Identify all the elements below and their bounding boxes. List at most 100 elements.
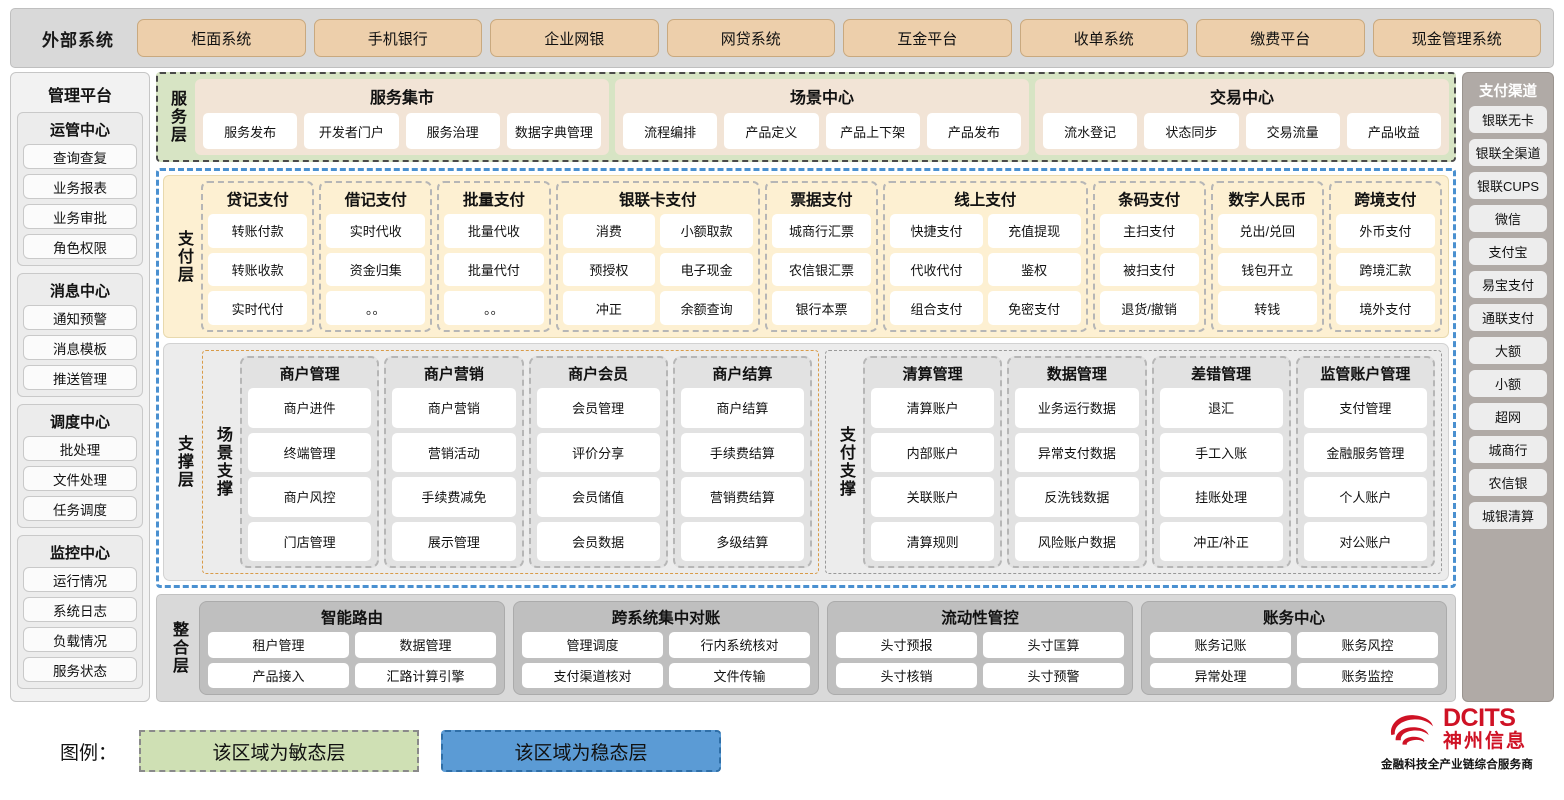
external-system-item[interactable]: 手机银行 [313, 19, 482, 57]
channel-item[interactable]: 通联支付 [1469, 304, 1547, 331]
service-item[interactable]: 服务发布 [203, 113, 298, 149]
service-item[interactable]: 状态同步 [1144, 113, 1239, 149]
external-system-item[interactable]: 现金管理系统 [1372, 19, 1541, 57]
management-item[interactable]: 服务状态 [23, 657, 137, 682]
payment-item[interactable]: 转账收款 [208, 252, 308, 287]
external-system-item[interactable]: 柜面系统 [137, 19, 306, 57]
payment-item[interactable]: 退货/撤销 [1099, 291, 1199, 326]
payment-item[interactable]: 外币支付 [1335, 214, 1436, 248]
support-item[interactable]: 营销活动 [392, 432, 516, 472]
management-item[interactable]: 消息模板 [23, 335, 137, 360]
payment-item[interactable]: 实时代付 [208, 291, 308, 326]
support-item[interactable]: 业务运行数据 [1015, 388, 1139, 428]
support-item[interactable]: 内部账户 [871, 432, 995, 472]
integration-item[interactable]: 账务风控 [1297, 632, 1438, 658]
integration-item[interactable]: 账务记账 [1150, 632, 1291, 658]
integration-item[interactable]: 数据管理 [355, 632, 496, 658]
service-item[interactable]: 流程编排 [623, 113, 718, 149]
external-system-item[interactable]: 网贷系统 [666, 19, 835, 57]
payment-item[interactable]: 余额查询 [660, 291, 753, 326]
support-item[interactable]: 异常支付数据 [1015, 432, 1139, 472]
external-system-item[interactable]: 缴费平台 [1196, 19, 1365, 57]
payment-item[interactable]: 境外支付 [1335, 291, 1436, 326]
support-item[interactable]: 反洗钱数据 [1015, 477, 1139, 517]
management-item[interactable]: 文件处理 [23, 466, 137, 491]
payment-item[interactable]: 预授权 [562, 252, 656, 287]
channel-item[interactable]: 农信银 [1469, 469, 1547, 496]
support-item[interactable]: 商户结算 [680, 388, 804, 428]
integration-item[interactable]: 头寸预警 [983, 662, 1124, 688]
support-item[interactable]: 退汇 [1159, 388, 1283, 428]
external-system-item[interactable]: 互金平台 [843, 19, 1012, 57]
payment-item[interactable]: 钱包开立 [1217, 252, 1317, 287]
service-item[interactable]: 流水登记 [1043, 113, 1138, 149]
support-item[interactable]: 手续费结算 [680, 432, 804, 472]
support-item[interactable]: 风险账户数据 [1015, 521, 1139, 561]
service-item[interactable]: 开发者门户 [304, 113, 399, 149]
payment-item[interactable]: 免密支付 [987, 291, 1081, 326]
management-item[interactable]: 业务报表 [23, 174, 137, 199]
payment-item[interactable]: 组合支付 [890, 291, 983, 326]
channel-item[interactable]: 微信 [1469, 205, 1547, 232]
payment-item[interactable]: 小额取款 [660, 214, 753, 248]
management-item[interactable]: 通知预警 [23, 305, 137, 330]
management-item[interactable]: 查询查复 [23, 144, 137, 169]
payment-item[interactable]: 充值提现 [987, 214, 1081, 248]
integration-item[interactable]: 管理调度 [522, 632, 663, 658]
support-item[interactable]: 清算规则 [871, 521, 995, 561]
payment-item[interactable]: 转钱 [1217, 291, 1317, 326]
integration-item[interactable]: 租户管理 [208, 632, 349, 658]
payment-item[interactable]: 消费 [562, 214, 656, 248]
service-item[interactable]: 交易流量 [1245, 113, 1340, 149]
support-item[interactable]: 关联账户 [871, 477, 995, 517]
channel-item[interactable]: 银联全渠道 [1469, 139, 1547, 166]
support-item[interactable]: 冲正/补正 [1159, 521, 1283, 561]
support-item[interactable]: 会员储值 [536, 477, 660, 517]
support-item[interactable]: 手工入账 [1159, 432, 1283, 472]
payment-item[interactable]: 城商行汇票 [771, 214, 872, 248]
external-system-item[interactable]: 企业网银 [490, 19, 659, 57]
management-item[interactable]: 负载情况 [23, 627, 137, 652]
payment-item[interactable]: 批量代收 [444, 214, 544, 248]
support-item[interactable]: 对公账户 [1303, 521, 1427, 561]
service-item[interactable]: 产品收益 [1346, 113, 1441, 149]
channel-item[interactable]: 大额 [1469, 337, 1547, 364]
support-item[interactable]: 商户进件 [248, 388, 372, 428]
integration-item[interactable]: 汇路计算引擎 [355, 662, 496, 688]
management-item[interactable]: 推送管理 [23, 365, 137, 390]
integration-item[interactable]: 产品接入 [208, 662, 349, 688]
support-item[interactable]: 支付管理 [1303, 388, 1427, 428]
payment-item[interactable]: 电子现金 [660, 252, 753, 287]
channel-item[interactable]: 小额 [1469, 370, 1547, 397]
support-item[interactable]: 会员管理 [536, 388, 660, 428]
payment-item[interactable]: 。。 [444, 291, 544, 326]
support-item[interactable]: 门店管理 [248, 521, 372, 561]
management-item[interactable]: 业务审批 [23, 204, 137, 229]
management-item[interactable]: 批处理 [23, 436, 137, 461]
integration-item[interactable]: 头寸匡算 [983, 632, 1124, 658]
service-item[interactable]: 产品发布 [926, 113, 1021, 149]
channel-item[interactable]: 支付宝 [1469, 238, 1547, 265]
support-item[interactable]: 个人账户 [1303, 477, 1427, 517]
integration-item[interactable]: 账务监控 [1297, 662, 1438, 688]
channel-item[interactable]: 城商行 [1469, 436, 1547, 463]
payment-item[interactable]: 农信银汇票 [771, 252, 872, 287]
management-item[interactable]: 运行情况 [23, 567, 137, 592]
channel-item[interactable]: 银联无卡 [1469, 106, 1547, 133]
support-item[interactable]: 展示管理 [392, 521, 516, 561]
integration-item[interactable]: 文件传输 [669, 662, 810, 688]
integration-item[interactable]: 异常处理 [1150, 662, 1291, 688]
payment-item[interactable]: 转账付款 [208, 214, 308, 248]
support-item[interactable]: 多级结算 [680, 521, 804, 561]
integration-item[interactable]: 行内系统核对 [669, 632, 810, 658]
service-item[interactable]: 服务治理 [405, 113, 500, 149]
integration-item[interactable]: 支付渠道核对 [522, 662, 663, 688]
support-item[interactable]: 营销费结算 [680, 477, 804, 517]
support-item[interactable]: 终端管理 [248, 432, 372, 472]
payment-item[interactable]: 被扫支付 [1099, 252, 1199, 287]
channel-item[interactable]: 超网 [1469, 403, 1547, 430]
support-item[interactable]: 商户营销 [392, 388, 516, 428]
payment-item[interactable]: 。。 [326, 291, 426, 326]
support-item[interactable]: 会员数据 [536, 521, 660, 561]
management-item[interactable]: 系统日志 [23, 597, 137, 622]
